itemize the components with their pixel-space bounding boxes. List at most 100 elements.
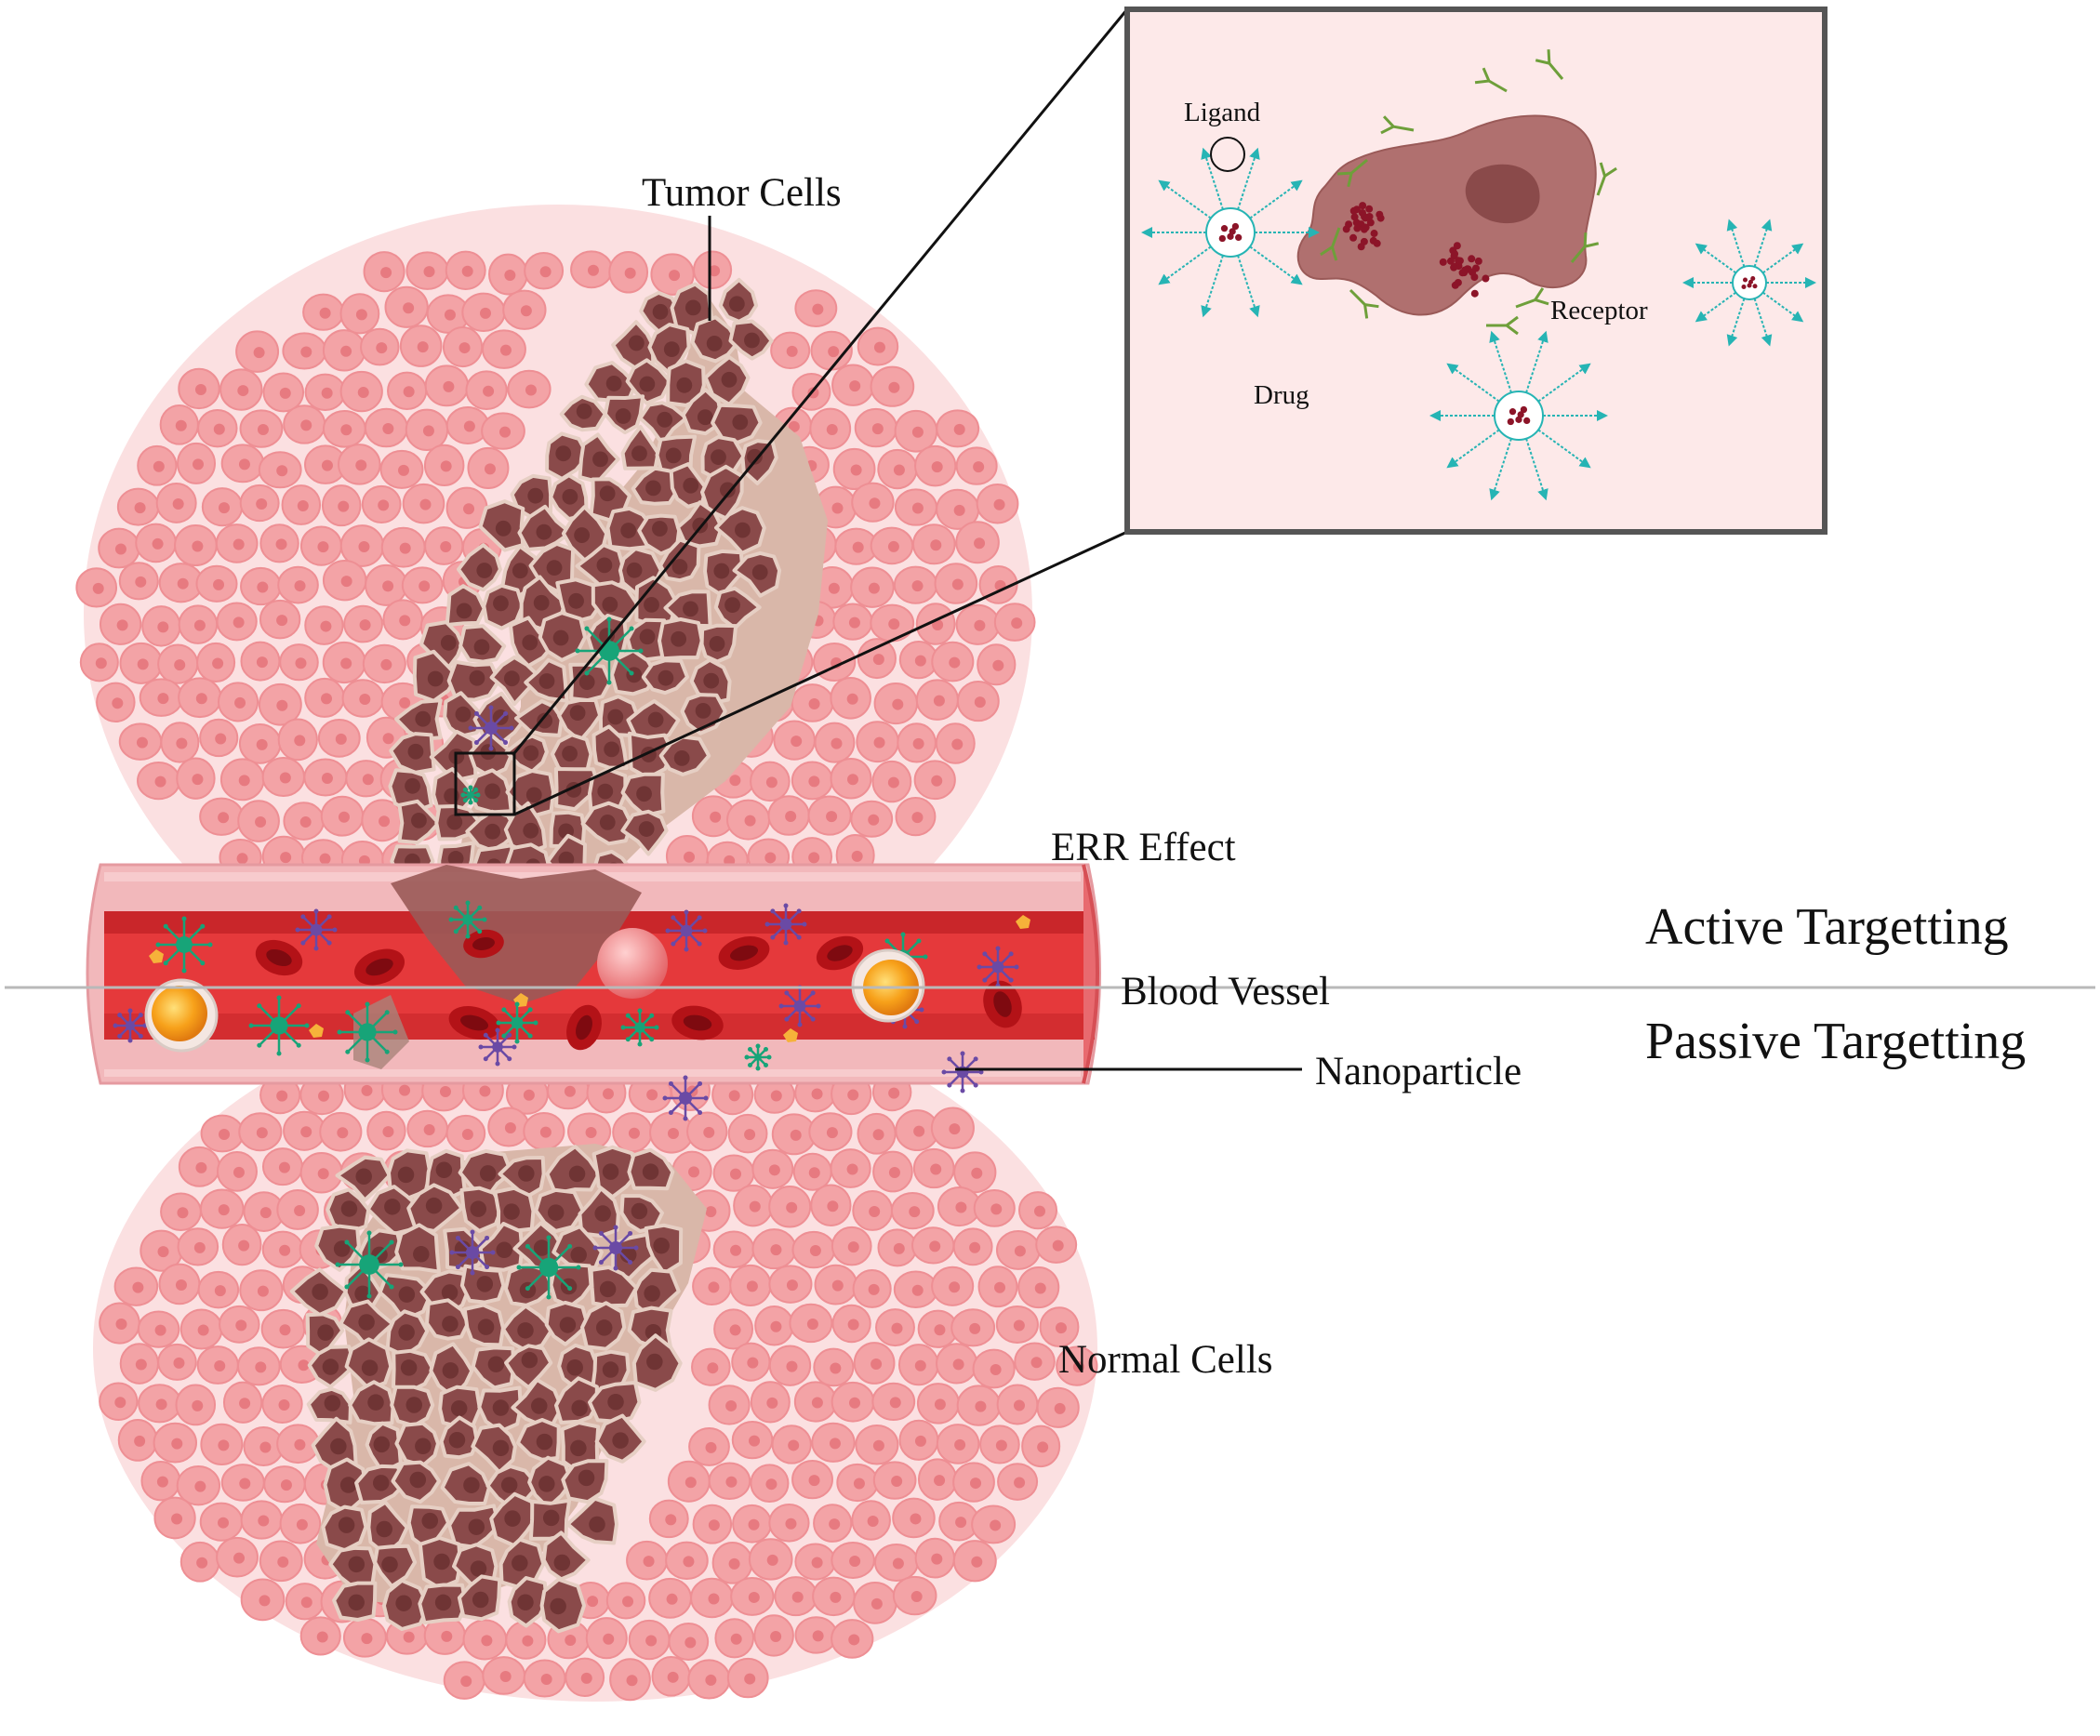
tumor-cell <box>394 1421 440 1468</box>
tumor-cell <box>344 1337 393 1391</box>
normal-cell <box>912 1147 955 1189</box>
normal-cell <box>872 1150 913 1193</box>
tumor-cell <box>611 1232 659 1281</box>
normal-cell <box>261 1385 303 1425</box>
receptor <box>1337 158 1368 188</box>
tumor-cell <box>439 1415 479 1460</box>
drug-dot <box>1439 258 1447 266</box>
normal-cell <box>137 444 178 486</box>
normal-cell <box>952 1540 997 1583</box>
drug-dot <box>1376 210 1384 219</box>
red-blood-cell <box>983 980 1022 1028</box>
normal-cell <box>793 1381 837 1423</box>
normal-cell <box>690 1577 734 1619</box>
err-effect-label: ERR Effect <box>1051 826 1236 869</box>
tumor-cell <box>471 1423 517 1475</box>
white-blood-cell-right <box>851 948 925 1023</box>
tumor-cell <box>565 1496 618 1545</box>
normal-cell <box>399 325 443 367</box>
normal-cell <box>220 1464 265 1502</box>
normal-cell <box>1039 1306 1080 1347</box>
receptor <box>1349 288 1379 319</box>
inset-panel <box>1124 7 1828 535</box>
tumor-cell <box>700 464 744 521</box>
tumor-cell <box>545 431 590 481</box>
tumor-cell <box>323 1457 368 1515</box>
tumor-cell <box>445 584 486 627</box>
tumor-cell <box>373 1544 418 1588</box>
nanoparticle <box>592 1225 639 1271</box>
normal-cell <box>157 1343 197 1381</box>
receptor <box>1596 162 1617 196</box>
tumor-cell <box>478 499 525 552</box>
normal-cell <box>911 523 956 565</box>
normal-cell <box>853 1581 897 1624</box>
normal-cell <box>195 564 238 603</box>
normal-cell <box>303 758 348 797</box>
normal-cell <box>258 682 302 726</box>
nanoparticle <box>460 785 481 805</box>
normal-cell <box>321 484 362 527</box>
normal-cell <box>481 412 525 450</box>
tumor-cell <box>507 1576 549 1628</box>
normal-cell <box>794 1616 838 1654</box>
normal-cell <box>913 760 956 801</box>
tumor-cell <box>627 731 674 780</box>
ligand-nanoparticle <box>1429 330 1608 501</box>
drug-fragment <box>309 1024 324 1038</box>
tumor-cell <box>447 1504 501 1549</box>
normal-cell <box>917 1458 958 1501</box>
normal-cell <box>609 1658 651 1702</box>
normal-cell <box>322 329 366 372</box>
normal-cell <box>277 718 318 762</box>
normal-cell <box>791 683 834 722</box>
normal-cell <box>910 1226 955 1265</box>
white-blood-cell-left <box>144 978 219 1053</box>
normal-cell <box>808 1112 853 1152</box>
normal-cell <box>524 252 565 290</box>
normal-cell <box>200 1114 245 1153</box>
normal-cell <box>174 524 218 567</box>
normal-cell <box>952 1462 995 1503</box>
normal-cell <box>930 1107 975 1149</box>
tumor-cell <box>591 1349 631 1394</box>
tumor-cell <box>388 768 433 815</box>
normal-cell <box>237 800 280 842</box>
normal-cell <box>339 524 385 567</box>
normal-cell <box>830 757 872 800</box>
normal-cell <box>972 1348 1016 1389</box>
tumor-cell <box>732 550 782 598</box>
normal-cell <box>380 526 426 568</box>
tumor-cell <box>389 732 436 775</box>
normal-cell <box>199 797 245 836</box>
normal-cell <box>75 567 118 608</box>
normal-cell <box>914 1537 955 1579</box>
tumor-cell <box>578 1186 620 1238</box>
normal-cell <box>979 1425 1020 1464</box>
normal-cell <box>319 1111 363 1152</box>
normal-cell <box>320 795 365 837</box>
nanoparticle <box>248 995 310 1056</box>
normal-cell <box>651 1655 691 1697</box>
nanoparticle <box>977 946 1019 988</box>
tumor-cell <box>489 1491 538 1548</box>
normal-cell <box>750 761 791 802</box>
tumor-cell <box>498 1537 546 1590</box>
normal-cell <box>279 643 319 682</box>
normal-cell <box>118 562 159 601</box>
red-blood-cell <box>566 1004 602 1051</box>
normal-cell <box>953 1151 997 1194</box>
normal-cell <box>875 1308 915 1347</box>
normal-cell <box>488 253 528 296</box>
normal-cell <box>831 364 875 406</box>
passive-targetting-label: Passive Targetting <box>1645 1013 2027 1070</box>
normal-cell <box>279 1503 322 1544</box>
normal-cell <box>812 1576 856 1617</box>
tumor-cell <box>625 358 672 405</box>
normal-cell <box>950 1308 996 1347</box>
normal-cell <box>726 799 771 841</box>
normal-cell <box>285 1583 325 1621</box>
normal-cell <box>261 1230 304 1268</box>
drug-dot <box>1365 205 1374 213</box>
